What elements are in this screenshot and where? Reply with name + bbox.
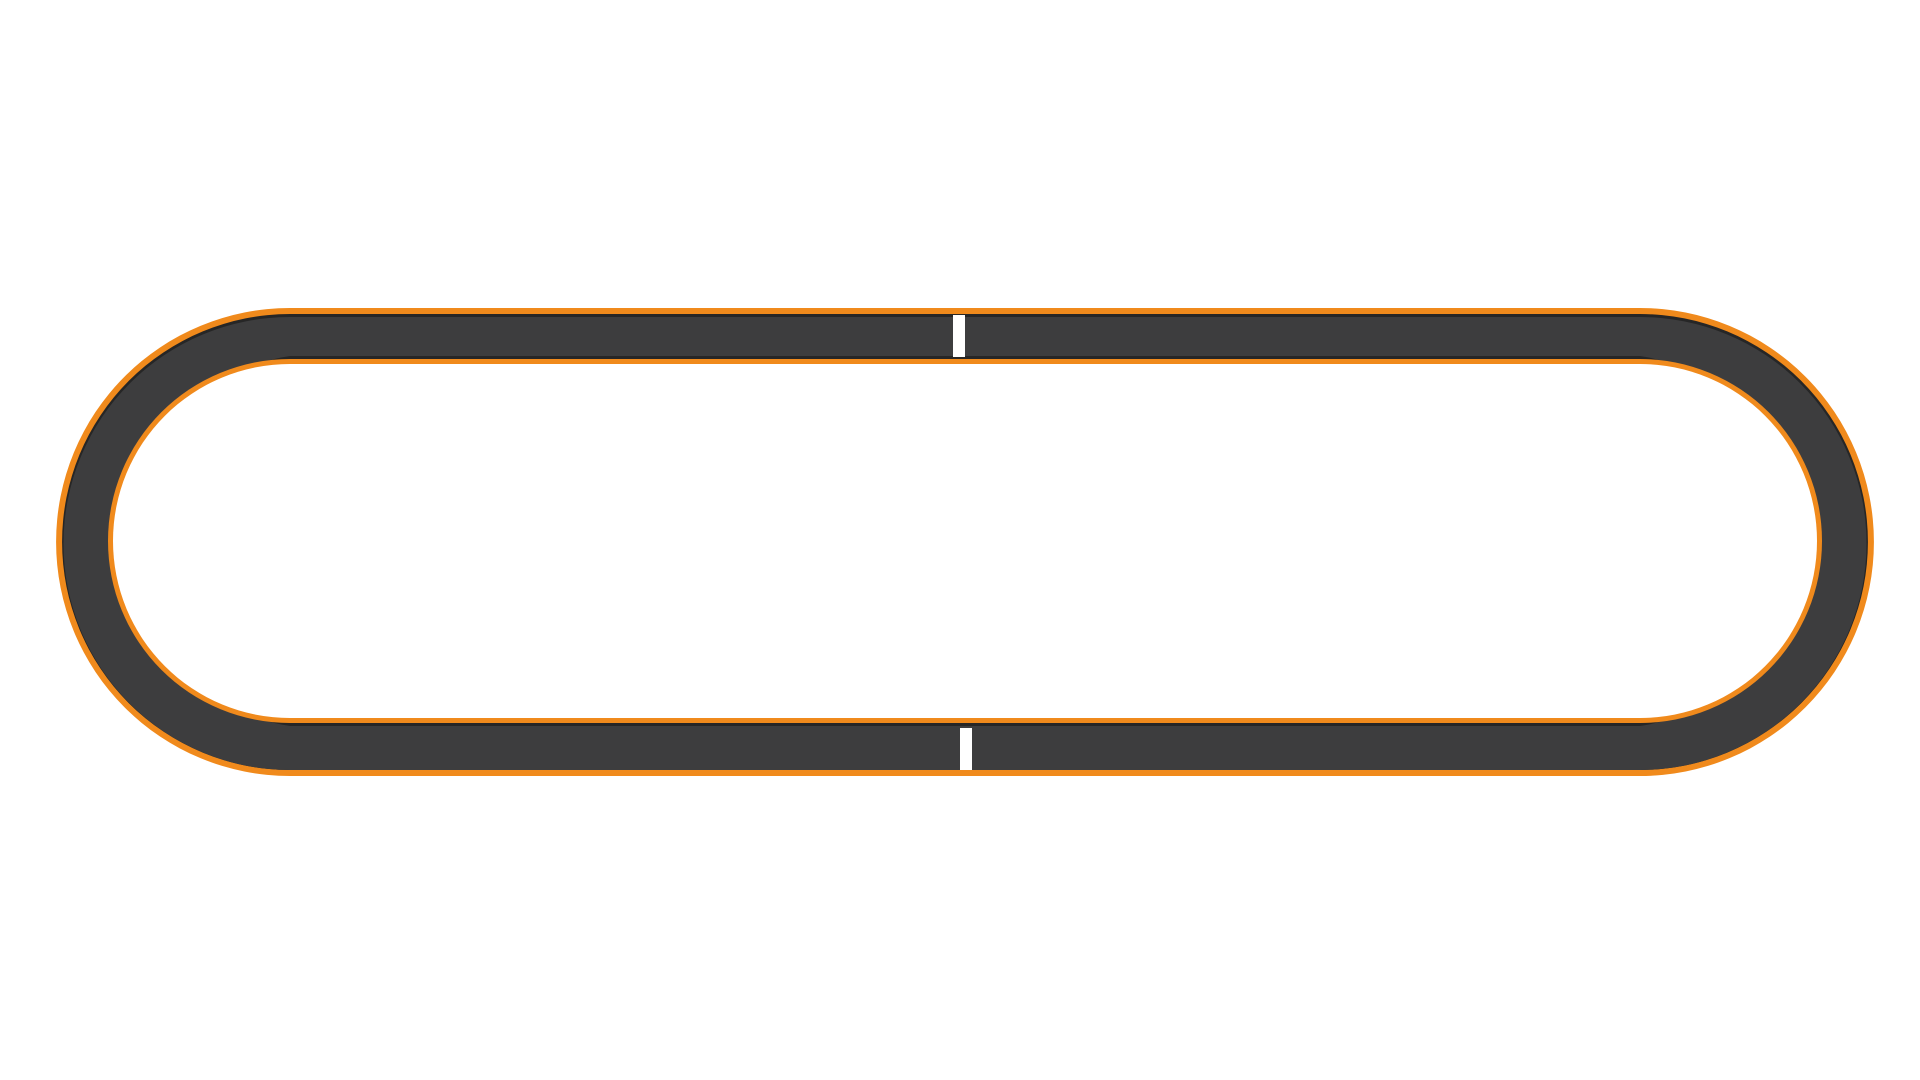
checkpoint-line bbox=[960, 728, 972, 770]
start-finish-line bbox=[953, 315, 965, 357]
track-infield bbox=[113, 364, 1817, 718]
